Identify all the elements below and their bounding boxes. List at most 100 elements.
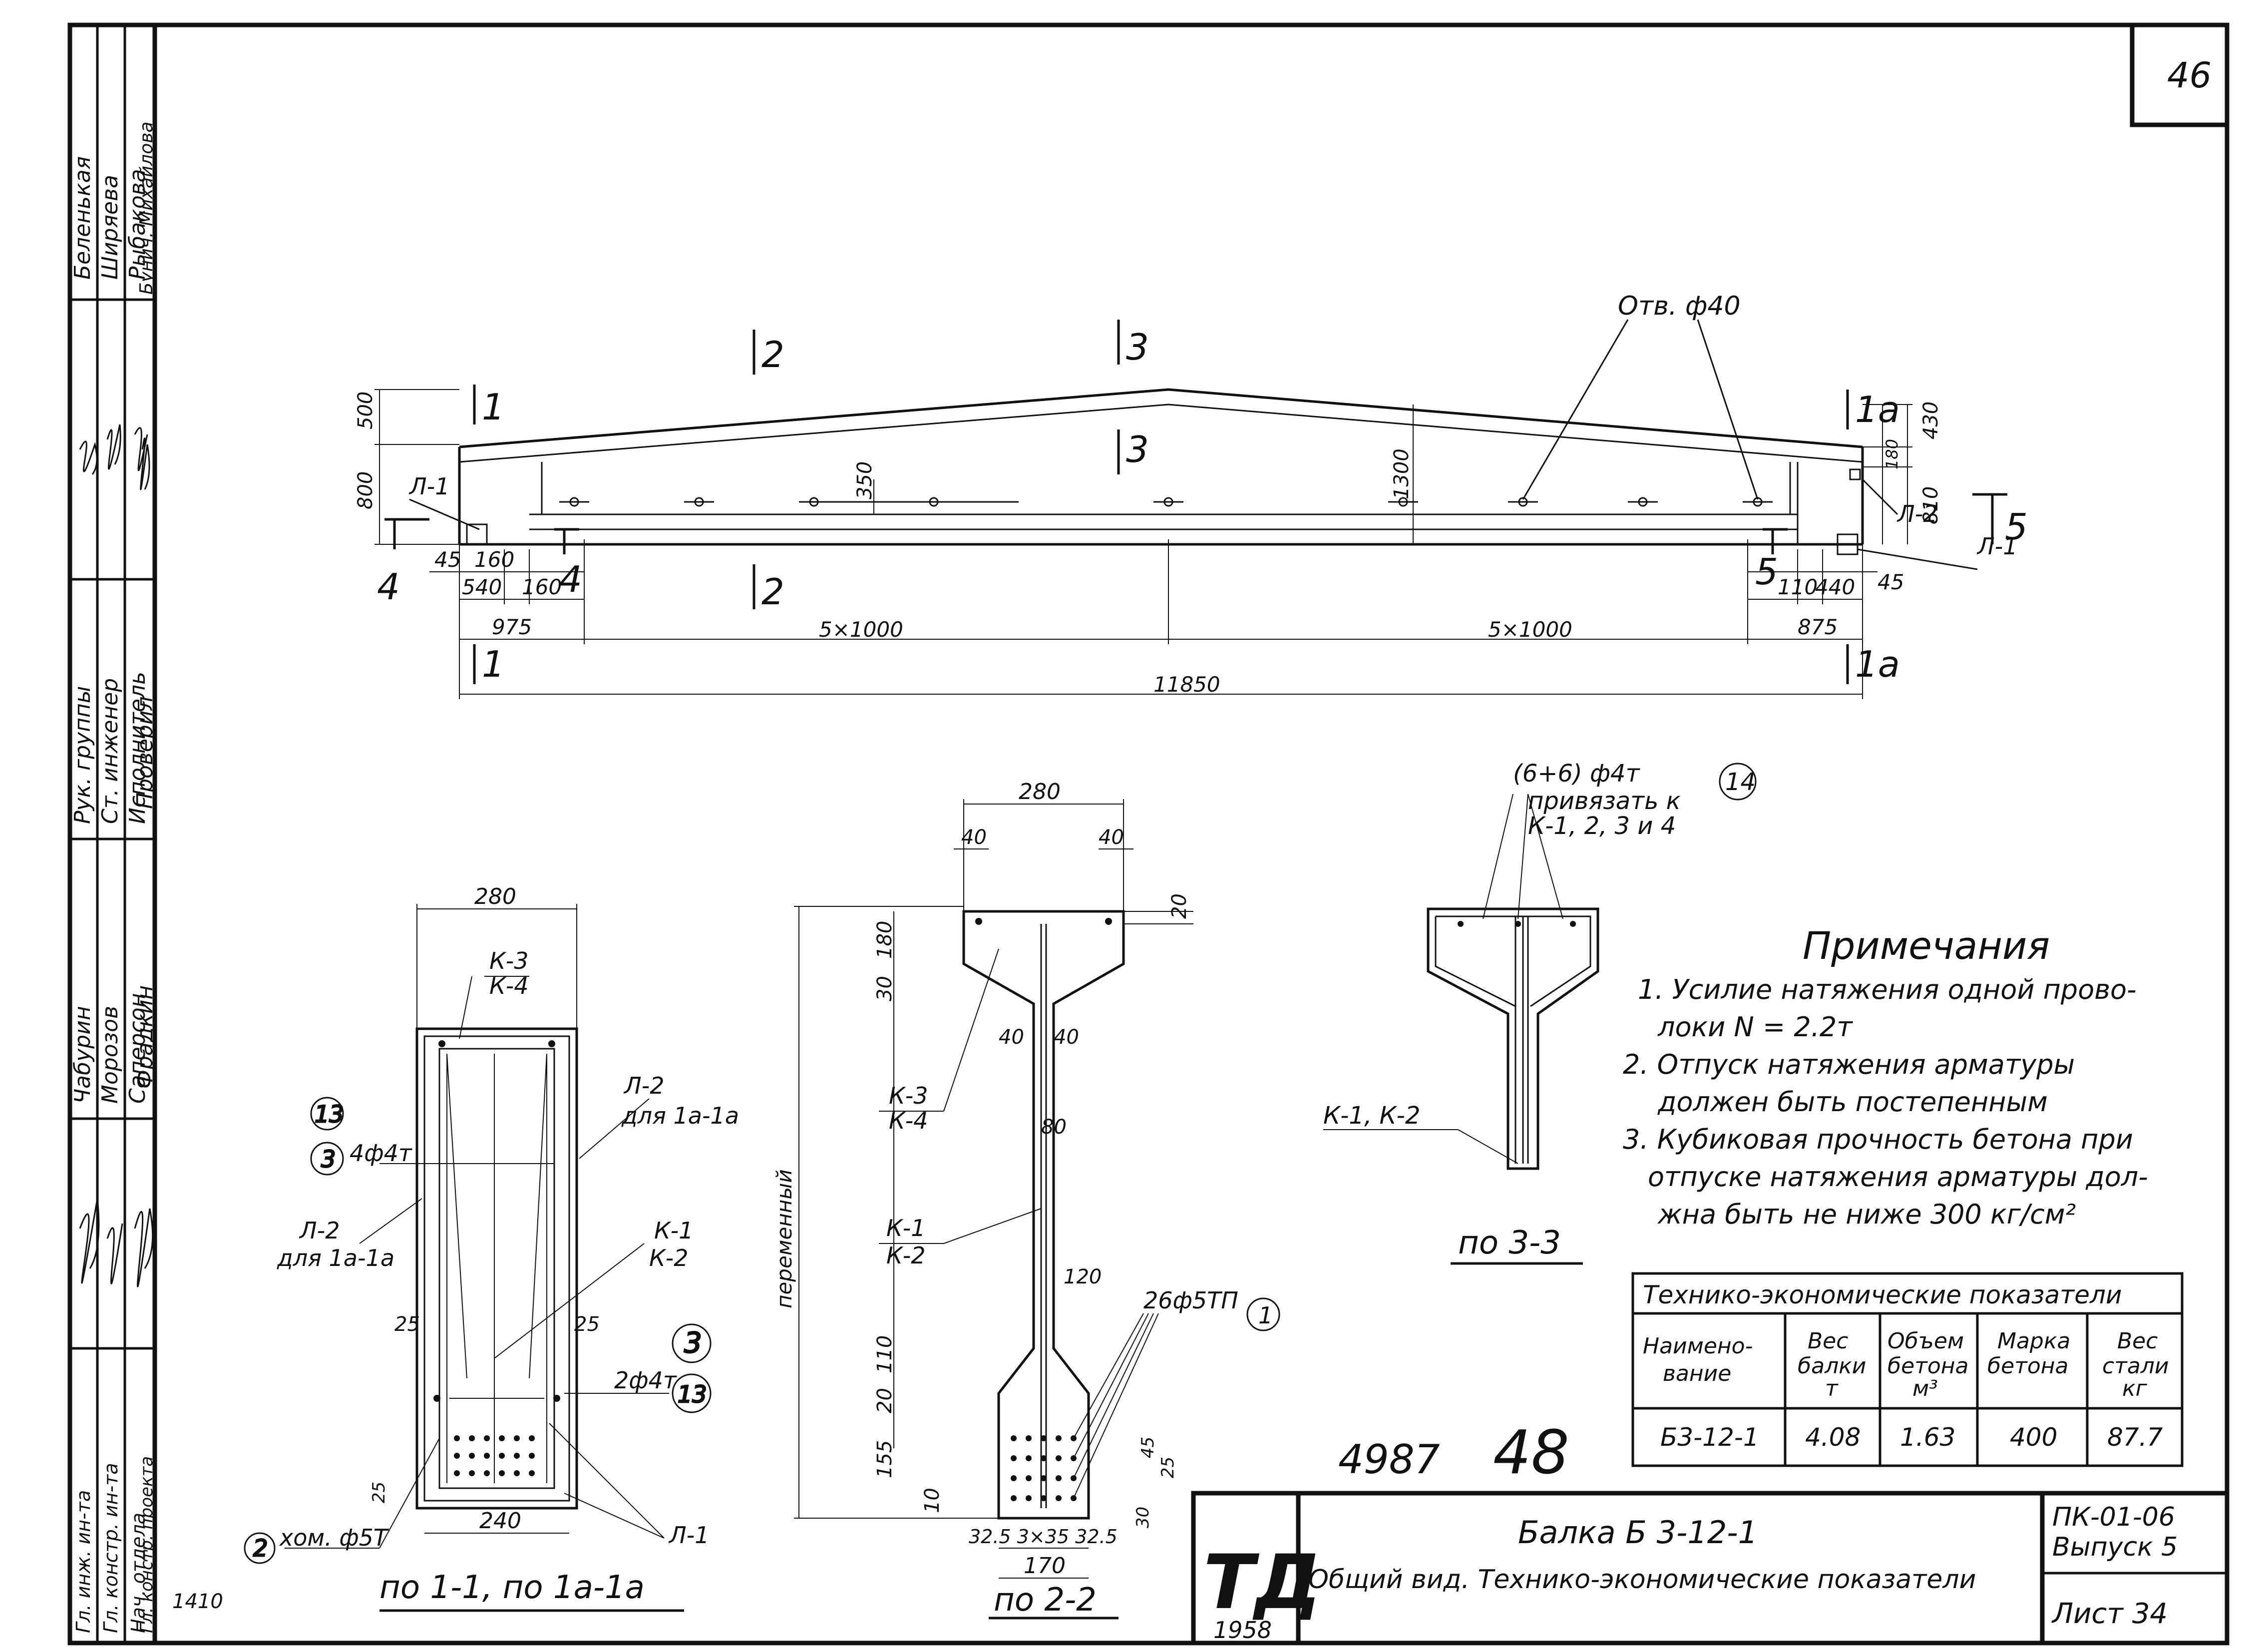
s22-d10: 10 (921, 1488, 944, 1513)
s22-bar-label: 26ф5ТП (1143, 1287, 1238, 1314)
s22-caption: по 2-2 (994, 1582, 1097, 1619)
dim-875: 875 (1798, 615, 1838, 639)
tech-economic-table: Технико-экономические показатели Наимено… (1631, 1272, 2184, 1467)
dim-975: 975 (492, 615, 532, 639)
stamp-role-4: Проверил (132, 696, 158, 809)
sheet-number-box: 46 (2130, 22, 2230, 127)
s22-d40d: 40 (1054, 1026, 1079, 1049)
table-h3c: м³ (1912, 1376, 1938, 1401)
stamp-name-1: Беленькая (70, 156, 95, 280)
note-line-3: 2. Отпуск натяжения арматуры (1623, 1049, 2075, 1080)
sec-mark-1a-top: 1а (1855, 389, 1900, 430)
s22-d40c: 40 (999, 1026, 1024, 1049)
table-cell-grade: 400 (2010, 1423, 2057, 1452)
note-line-4: должен быть постепенным (1657, 1086, 2048, 1118)
title-logo: ТД (1203, 1539, 1321, 1626)
s11-circle-2: 2 (253, 1535, 268, 1562)
elevation-holes (559, 497, 1773, 507)
beam-elevation: Отв. ф40 Л-1 Л-1 Л-2 2 3 3 2 1 1 1а (354, 291, 2028, 699)
note-line-2: локи N = 2.2т (1657, 1011, 1853, 1043)
stamp-name-3: Рыбакова (125, 169, 150, 280)
l1-right-label: Л-1 (1976, 533, 2017, 560)
s11-bar-4f4t: 4ф4т (350, 1140, 412, 1167)
stamp-mid-1: Чабурин (70, 1006, 95, 1104)
table-cell-name: Б3-12-1 (1660, 1423, 1759, 1452)
s22-d40a: 40 (961, 826, 987, 849)
s33-bar-line2: привязать к (1528, 787, 1681, 815)
stamp-mid-4: Фрадкин (132, 985, 158, 1089)
notes: Примечания 1. Усилие натяжения одной про… (1623, 923, 2148, 1230)
table-h5c: кг (2122, 1376, 2148, 1401)
s22-variable: переменный (772, 1169, 796, 1308)
table-cell-steel: 87.7 (2107, 1423, 2163, 1452)
s22-k1: К-1 (886, 1215, 926, 1241)
table-cell-weight: 4.08 (1805, 1423, 1861, 1452)
s33-circle: 14 (1725, 768, 1756, 796)
sec-mark-3-mid: 3 (1126, 428, 1149, 470)
s22-d120: 120 (1064, 1265, 1102, 1288)
sec-mark-3-top: 3 (1126, 326, 1149, 368)
stamp-mid-3: Саперсон (125, 993, 150, 1104)
s22-k2: К-2 (886, 1242, 926, 1269)
notes-title: Примечания (1803, 923, 2050, 968)
note-line-6: отпуске натяжения арматуры дол- (1648, 1161, 2148, 1193)
s22-bottom-dims: 32.5 3×35 32.5 (969, 1526, 1118, 1548)
title-year: 1958 (1213, 1617, 1272, 1644)
s11-l2-right-sub: для 1а-1а (621, 1102, 739, 1129)
stamp-bottom-2: Гл. констр. ин-та (100, 1463, 122, 1633)
table-h5b: стали (2102, 1353, 2169, 1379)
s33-bar-line1: (6+6) ф4т (1513, 760, 1641, 788)
table-h1b: вание (1663, 1361, 1731, 1386)
s11-width-bottom: 240 (479, 1508, 521, 1534)
table-cell-volume: 1.63 (1900, 1423, 1955, 1452)
table-h3a: Объем (1887, 1328, 1964, 1354)
sec-mark-1a-bot: 1а (1855, 643, 1900, 685)
dim-440: 440 (1815, 575, 1855, 599)
s11-l2-right: Л-2 (623, 1072, 664, 1099)
s22-d20b: 20 (873, 1388, 896, 1413)
s11-d25-left: 25 (394, 1313, 420, 1336)
s22-width-bottom: 170 (1024, 1553, 1066, 1579)
s11-circle-13b: 13 (678, 1381, 707, 1408)
table-h3b: бетона (1887, 1353, 1969, 1379)
table-h1a: Наимено- (1643, 1333, 1753, 1359)
title-line2: Общий вид. Технико-экономические показат… (1308, 1565, 1976, 1595)
s11-l2-left-sub: для 1а-1а (277, 1244, 394, 1271)
dim-180-right: 180 (1882, 439, 1901, 469)
s11-k2: К-2 (649, 1244, 689, 1271)
note-line-1: 1. Усилие натяжения одной прово- (1638, 974, 2137, 1005)
s22-width-top: 280 (1019, 779, 1061, 805)
title-issue: Выпуск 5 (2052, 1532, 2178, 1562)
title-series: ПК-01-06 (2052, 1502, 2175, 1532)
title-line1: Балка Б 3-12-1 (1518, 1514, 1758, 1551)
table-h4a: Марка (1997, 1328, 2070, 1354)
s33-caption: по 3-3 (1458, 1225, 1561, 1261)
dim-160-mid: 160 (522, 575, 562, 599)
stamp-role-1: Рук. группы (70, 686, 95, 824)
s11-hom: хом. ф5Т (279, 1524, 389, 1551)
s11-d25-right: 25 (574, 1313, 600, 1336)
signatures (79, 424, 154, 1287)
sec-mark-1-top: 1 (482, 386, 505, 428)
dim-800: 800 (354, 471, 377, 509)
dim-810: 810 (1919, 486, 1942, 524)
s11-circle-3b: 3 (684, 1327, 702, 1359)
s11-l2-left: Л-2 (299, 1217, 340, 1244)
s11-caption: по 1-1, по 1а-1а (379, 1569, 645, 1606)
sec-mark-2-bot: 2 (761, 571, 784, 613)
stamp-bottom-1: Гл. инж. ин-та (72, 1490, 94, 1633)
s22-d110: 110 (873, 1335, 896, 1373)
dim-1300: 1300 (1390, 448, 1413, 499)
s22-d30: 30 (873, 976, 896, 1001)
title-sheet: Лист 34 (2051, 1598, 2168, 1630)
hole-label: Отв. ф40 (1618, 291, 1741, 321)
s11-k3: К-3 (489, 947, 529, 974)
section-1-1: 280 240 К-3 К-4 Л-2 для 1а-1а Л-2 для 1а… (172, 884, 739, 1613)
sec-mark-4-left: 4 (377, 566, 400, 608)
dim-45-left: 45 (434, 547, 461, 572)
stamp-mid-2: Морозов (97, 1006, 123, 1104)
note-line-7: жна быть не ниже 300 кг/см² (1657, 1199, 2076, 1230)
table-h2a: Вес (1808, 1328, 1848, 1354)
sheet-number: 46 (2167, 55, 2212, 96)
